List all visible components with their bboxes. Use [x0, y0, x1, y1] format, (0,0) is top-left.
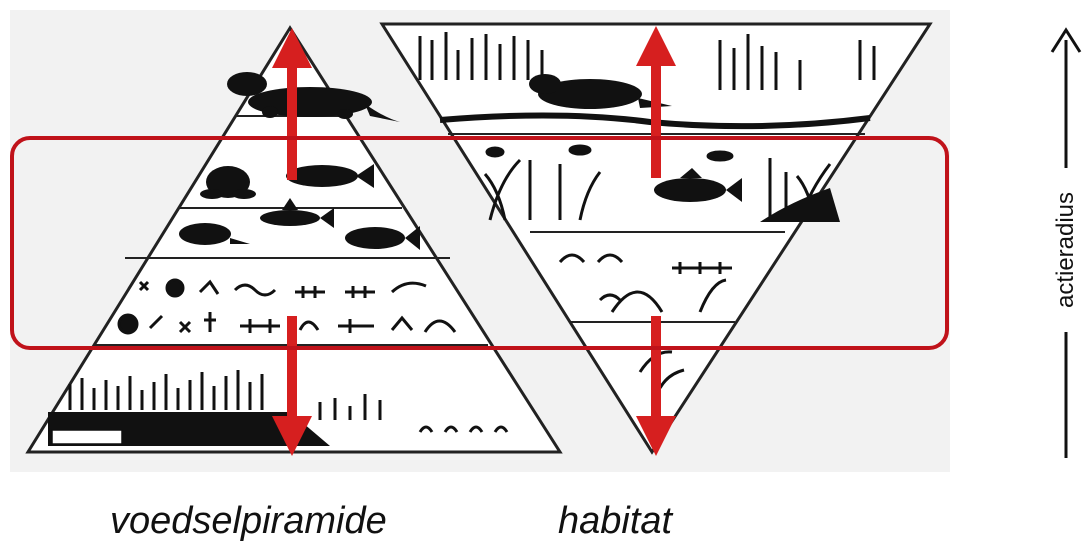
caption-food-pyramid: voedselpiramide [110, 502, 387, 540]
sediment-label-box [52, 430, 122, 444]
axis-label: actieradius [1052, 192, 1080, 308]
caption-habitat: habitat [558, 502, 672, 540]
